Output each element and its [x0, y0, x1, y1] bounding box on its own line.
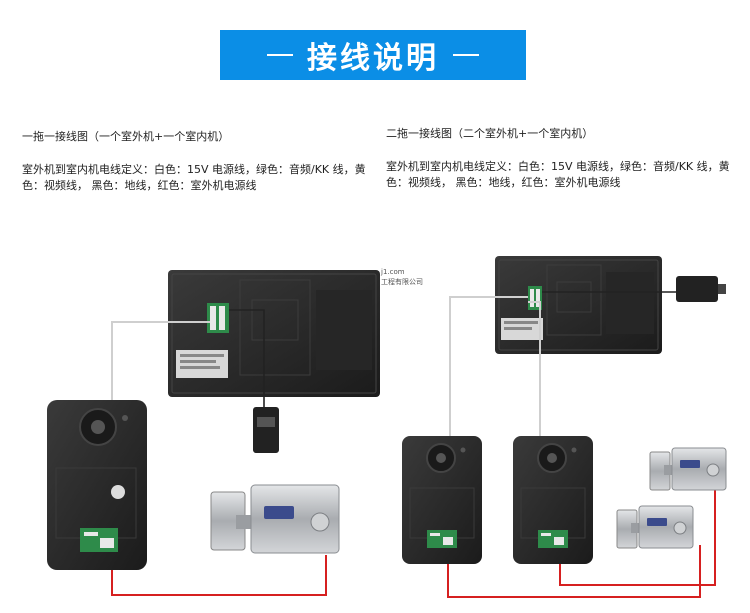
outdoor-unit-right-2 — [513, 436, 593, 564]
electric-lock-right-1 — [649, 447, 727, 491]
watermark-line2: 工程有限公司 — [381, 277, 423, 286]
wire-red-right-1 — [447, 545, 701, 598]
outdoor-unit-left — [47, 400, 147, 570]
indoor-monitor-left — [168, 270, 380, 397]
right-diagram-description: 室外机到室内机电线定义：白色：15V 电源线，绿色：音频/KK 线，黄色：视频线… — [386, 160, 730, 189]
wire-red-right-2 — [559, 482, 716, 586]
outdoor-unit-right-1 — [402, 436, 482, 564]
indoor-monitor-right — [495, 256, 662, 354]
electric-lock-right-2 — [616, 505, 694, 549]
electric-lock-left — [210, 484, 340, 554]
title-banner: 接线说明 — [220, 30, 526, 80]
right-diagram-title: 二拖一接线图（二个室外机+一个室内机） — [386, 127, 594, 140]
banner-dash-left — [267, 54, 293, 56]
power-adapter-right — [542, 276, 726, 302]
left-diagram-title: 一拖一接线图（一个室外机+一个室内机） — [22, 130, 230, 143]
watermark-line1: j1.com — [380, 268, 405, 276]
wire-red-left — [111, 547, 327, 596]
power-adapter-left — [229, 309, 279, 453]
left-diagram-description: 室外机到室内机电线定义：白色：15V 电源线，绿色：音频/KK 线，黄色：视频线… — [22, 163, 366, 192]
banner-title: 接线说明 — [307, 41, 439, 76]
banner-dash-right — [453, 54, 479, 56]
